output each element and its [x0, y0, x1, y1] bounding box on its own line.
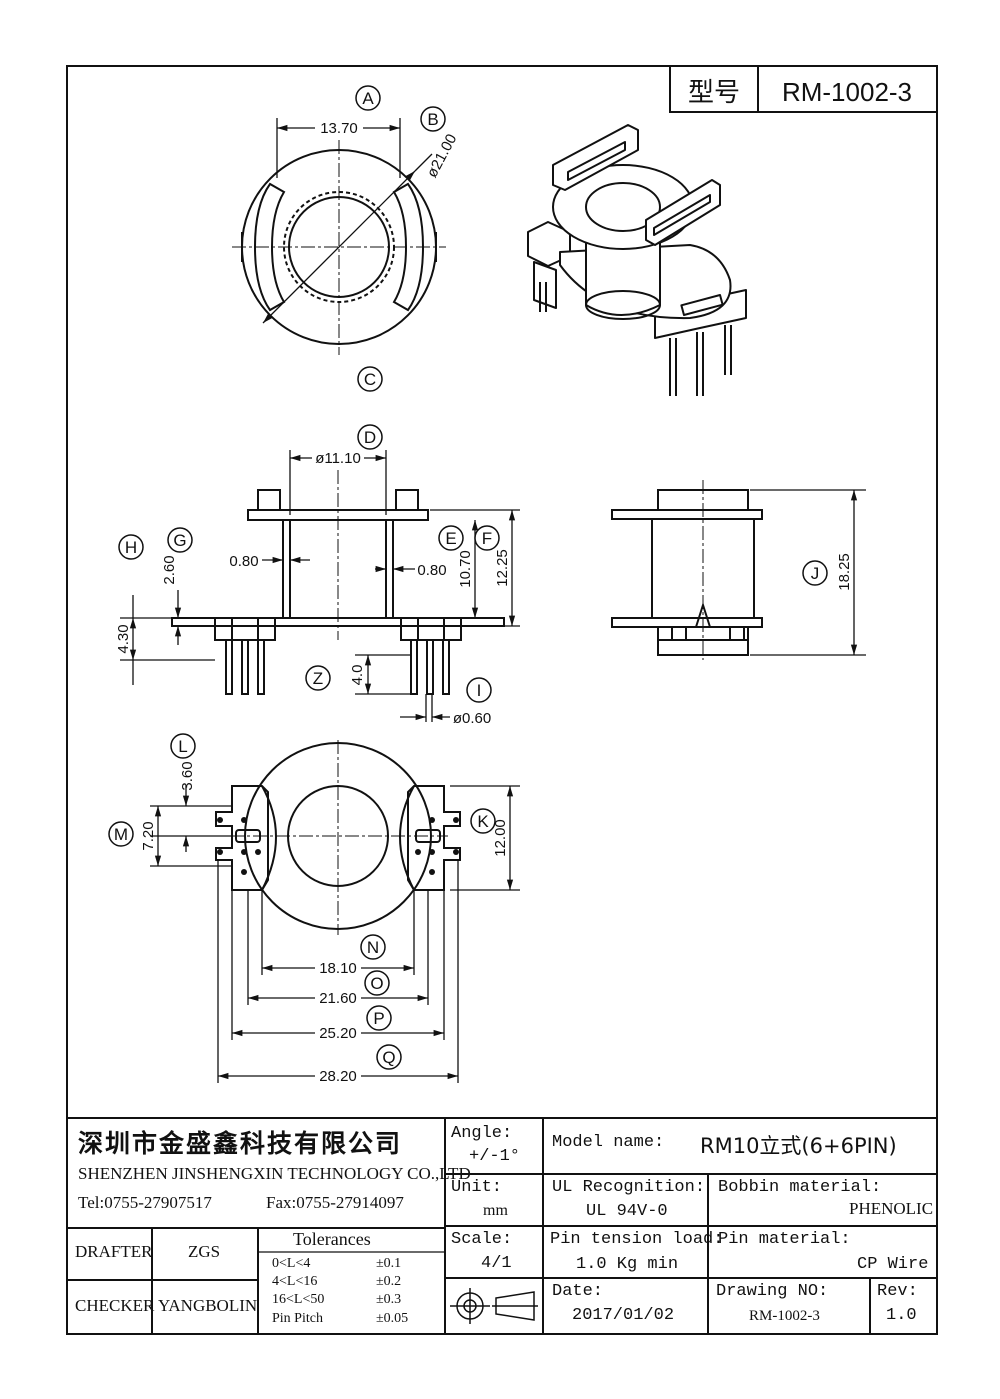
callout-j: J — [802, 560, 828, 586]
callout-f: F — [474, 525, 500, 551]
isometric-view — [527, 124, 747, 339]
svg-text:F: F — [482, 529, 492, 548]
svg-text:Q: Q — [382, 1048, 395, 1067]
dim-f-height: 12.25 — [494, 549, 511, 587]
dim-p-width: 25.20 — [319, 1025, 357, 1042]
bottom-view-pin-dots — [217, 817, 459, 875]
dim-k-height: 12.00 — [492, 819, 509, 857]
title-block-grid — [67, 1117, 937, 1334]
bottom-dimensions — [150, 785, 520, 1083]
svg-text:I: I — [477, 681, 482, 700]
dim-a-width: 13.70 — [320, 120, 358, 137]
dim-m-pitch: 7.20 — [140, 821, 157, 850]
svg-text:O: O — [370, 974, 383, 993]
callout-o: O — [364, 970, 390, 996]
svg-text:B: B — [427, 110, 438, 129]
bottom-centerlines — [230, 740, 448, 935]
projection-symbol-icon — [450, 1288, 538, 1324]
type-label: 型号 — [688, 78, 740, 108]
dim-j-height: 18.25 — [836, 553, 853, 591]
dim-b-dia: ø21.00 — [424, 131, 461, 180]
svg-text:P: P — [373, 1009, 384, 1028]
svg-text:L: L — [178, 737, 187, 756]
svg-text:J: J — [811, 564, 820, 583]
svg-text:D: D — [364, 428, 376, 447]
side-view — [611, 489, 763, 656]
front-view-pins — [225, 639, 450, 695]
callout-c: C — [357, 366, 383, 392]
svg-text:N: N — [367, 938, 379, 957]
svg-text:A: A — [362, 89, 374, 108]
isometric-pins — [539, 282, 732, 396]
dim-e-height: 10.70 — [457, 550, 474, 588]
dim-g-height: 2.60 — [161, 555, 178, 584]
type-value: RM-1002-3 — [782, 77, 912, 107]
callout-n: N — [360, 934, 386, 960]
svg-text:G: G — [173, 531, 186, 550]
svg-text:M: M — [114, 825, 128, 844]
callout-q: Q — [376, 1044, 402, 1070]
callout-k: K — [470, 808, 496, 834]
callout-d: D — [357, 424, 383, 450]
callout-h: H — [118, 534, 144, 560]
svg-text:Z: Z — [313, 669, 323, 688]
dim-n-width: 18.10 — [319, 960, 357, 977]
dim-wall-right: 0.80 — [417, 562, 446, 579]
dim-z-height: 4.0 — [349, 665, 366, 686]
svg-text:E: E — [445, 529, 456, 548]
callout-g: G — [167, 527, 193, 553]
dim-d-dia: ø11.10 — [315, 450, 361, 467]
svg-text:H: H — [125, 538, 137, 557]
callout-e: E — [438, 525, 464, 551]
callout-p: P — [366, 1005, 392, 1031]
dim-i-dia: ø0.60 — [453, 710, 491, 727]
svg-text:K: K — [477, 812, 489, 831]
dim-wall-left: 0.80 — [229, 553, 258, 570]
dim-l-pitch: 3.60 — [179, 761, 196, 790]
callout-m: M — [108, 821, 134, 847]
dim-o-width: 21.60 — [319, 990, 357, 1007]
dim-h-height: 4.30 — [115, 624, 132, 653]
callout-a: A — [355, 85, 381, 111]
svg-text:C: C — [364, 370, 376, 389]
callout-i: I — [466, 677, 492, 703]
drawing-frame — [66, 65, 938, 1335]
dim-q-width: 28.20 — [319, 1068, 357, 1085]
type-box — [669, 65, 938, 113]
callout-b: B — [420, 106, 446, 132]
callout-l: L — [170, 733, 196, 759]
callout-z: Z — [305, 665, 331, 691]
